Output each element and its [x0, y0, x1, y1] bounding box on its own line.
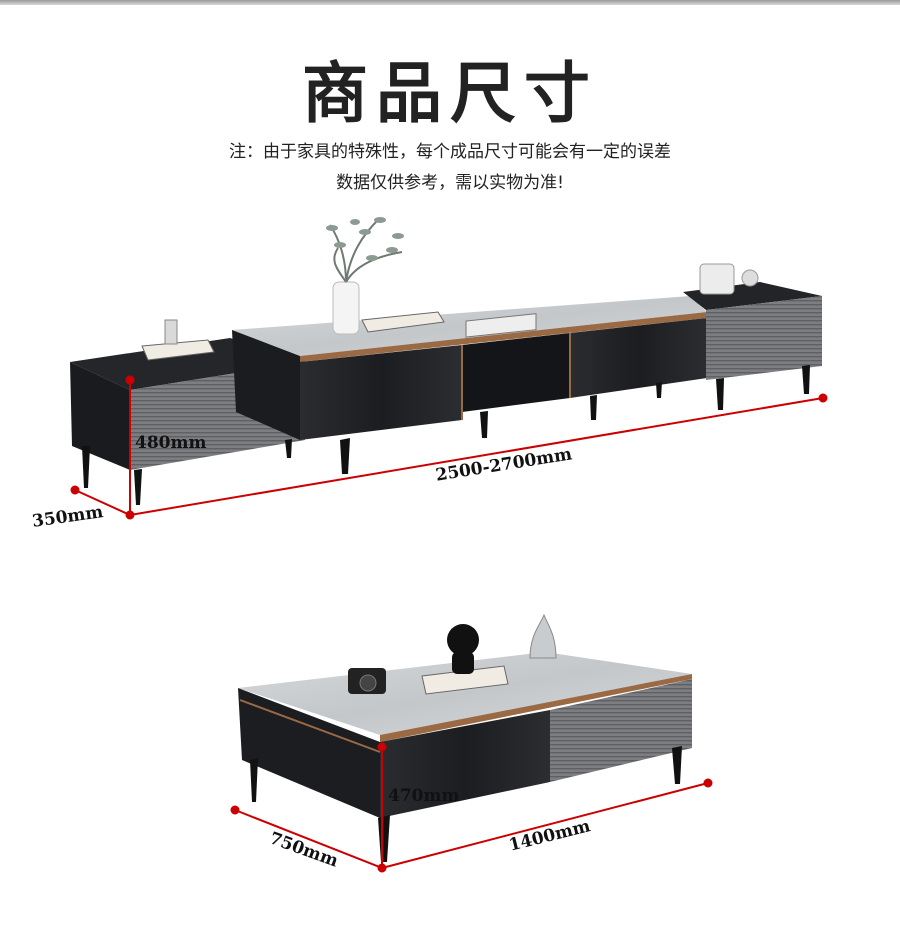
leg — [340, 438, 350, 474]
coffee-table — [238, 613, 692, 862]
leg — [672, 746, 682, 784]
table-front-dark — [380, 710, 550, 818]
tv-cabinet — [70, 217, 822, 505]
center-trim — [300, 312, 707, 362]
leg — [716, 378, 724, 410]
leg — [82, 446, 90, 488]
page-title: 商品尺寸 — [302, 54, 598, 132]
glass-vase — [529, 613, 557, 659]
table-trim — [380, 674, 692, 742]
center-drawer-right — [570, 318, 707, 398]
leg — [656, 382, 662, 398]
table-dimension-lines — [230, 742, 713, 873]
plant-leaves — [326, 217, 404, 261]
table-height-label: 470mm — [388, 786, 460, 806]
tv-dimension-lines — [70, 375, 828, 520]
top-rule — [0, 0, 900, 5]
figurine-body — [452, 652, 474, 674]
center-open-shelf — [462, 333, 570, 412]
center-side — [232, 330, 300, 440]
figurine-head — [447, 624, 479, 656]
vase — [332, 281, 360, 335]
left-module-side — [70, 362, 130, 470]
table-side — [238, 688, 380, 818]
books-top — [361, 311, 445, 333]
note-line-2: 数据仅供参考，需以实物为准! — [336, 173, 564, 193]
tv-height-label: 480mm — [135, 433, 207, 453]
book-table — [421, 665, 509, 695]
note-line-1: 注：由于家具的特殊性，每个成品尺寸可能会有一定的误差 — [229, 142, 671, 162]
table-front-grey — [550, 679, 692, 782]
leg — [590, 395, 597, 420]
table-marble-top — [238, 652, 692, 735]
books-left — [141, 339, 215, 361]
book-stack — [465, 313, 537, 338]
leg — [134, 469, 142, 505]
leg — [802, 365, 810, 394]
leg — [285, 439, 292, 458]
cup-small — [741, 269, 759, 287]
right-module-front — [706, 296, 822, 380]
decor-cup — [164, 319, 178, 345]
leg — [250, 758, 258, 802]
cup-right — [699, 263, 735, 295]
leg — [378, 815, 390, 862]
leg — [480, 411, 488, 438]
center-drawer-left — [300, 345, 462, 440]
